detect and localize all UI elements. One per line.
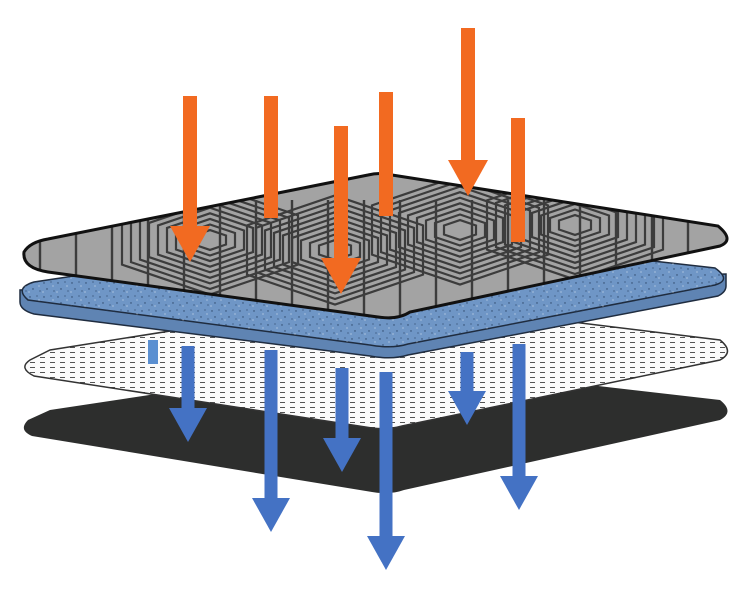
incoming-arrow-shaft (511, 118, 525, 242)
outgoing-arrow-stub (148, 340, 158, 364)
outgoing-arrow (448, 352, 486, 425)
pattern-ring (424, 207, 496, 253)
top-patterned-layer (22, 172, 729, 320)
outgoing-arrows (148, 340, 538, 570)
pattern-ring (406, 196, 514, 264)
pattern-ring (165, 212, 255, 268)
pattern-ring (415, 202, 505, 258)
incoming-arrow (448, 28, 488, 196)
pattern-ring (557, 213, 593, 237)
pattern-ring (485, 173, 665, 281)
outgoing-arrow (323, 368, 361, 472)
pattern-ring (174, 217, 246, 263)
incoming-arrows (170, 28, 525, 294)
incoming-arrow (170, 96, 210, 262)
outgoing-arrow (500, 344, 538, 510)
outgoing-arrow (367, 372, 405, 570)
pattern-ring (548, 208, 602, 242)
incoming-arrow-shaft (379, 92, 393, 216)
outgoing-arrow (169, 346, 207, 442)
incoming-arrow-shaft (264, 96, 278, 218)
incoming-arrow (321, 126, 361, 294)
pattern-ring (442, 218, 478, 242)
outgoing-arrow (252, 350, 290, 532)
